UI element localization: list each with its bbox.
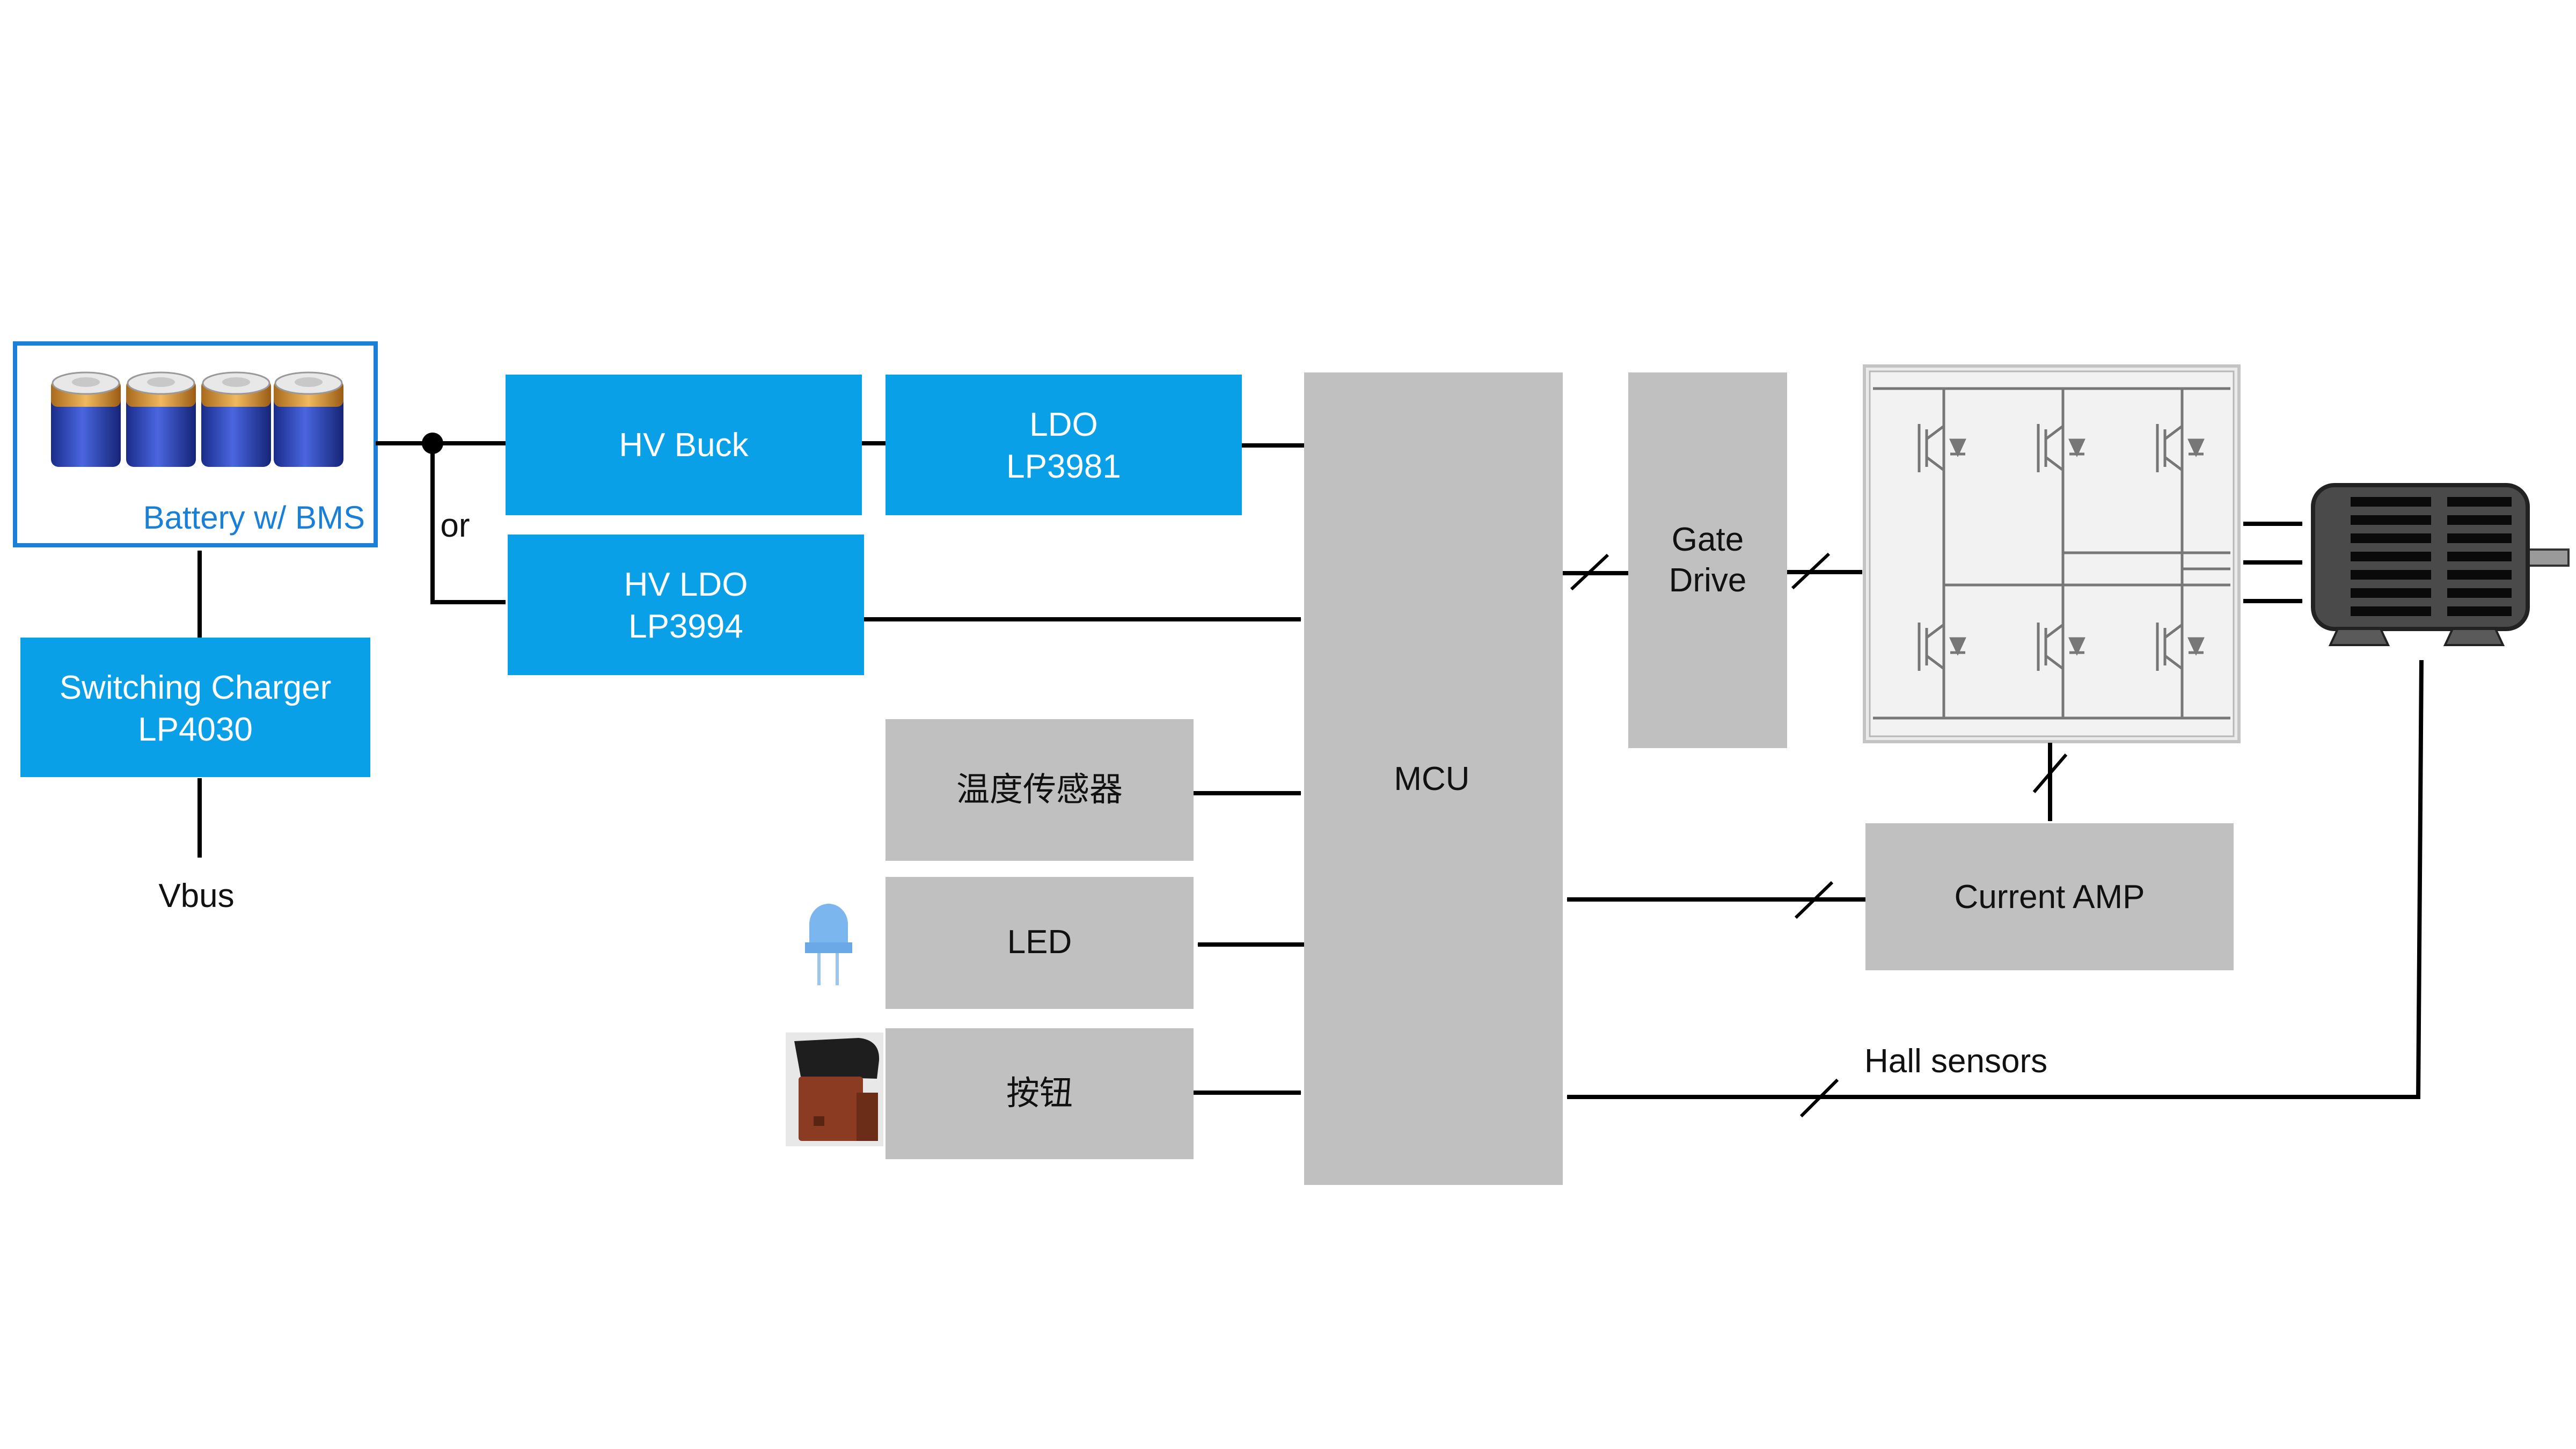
temperature-sensor-block: 温度传感器 — [885, 719, 1194, 861]
inverter-schematic-icon — [1873, 387, 2230, 720]
switching-charger-block: Switching Charger LP4030 — [20, 638, 370, 777]
led-bulb-icon — [805, 904, 852, 985]
hall-sensors-feedback-arrow — [1567, 660, 2424, 1099]
led-label: LED — [1007, 924, 1072, 961]
bus-slash-mark — [2032, 753, 2068, 793]
gate-drive-block: Gate Drive — [1628, 372, 1787, 748]
trigger-switch-icon — [786, 1033, 883, 1146]
inverter-bridge-block — [1863, 364, 2241, 743]
bus-slash-mark — [1794, 881, 1834, 919]
ldo-lp3981-block: LDO LP3981 — [885, 375, 1242, 515]
hv-buck-block: HV Buck — [506, 375, 862, 515]
current-amp-label: Current AMP — [1955, 879, 2145, 916]
battery-label: Battery w/ BMS — [143, 500, 365, 536]
motor-icon — [2311, 483, 2570, 646]
bus-slash-mark — [1570, 553, 1609, 591]
button-block: 按钮 — [885, 1028, 1194, 1159]
gate-drive-label-line1: Gate — [1672, 521, 1744, 558]
led-block: LED — [885, 877, 1194, 1009]
temperature-sensor-label: 温度传感器 — [956, 771, 1123, 808]
ldo-label-line1: LDO — [1029, 406, 1097, 443]
mcu-label: MCU — [1394, 760, 1469, 797]
hv-ldo-label-line1: HV LDO — [624, 566, 748, 603]
battery-cells-icon — [51, 371, 343, 467]
hv-buck-label: HV Buck — [619, 427, 749, 464]
vbus-label: Vbus — [158, 877, 234, 914]
ldo-label-line2: LP3981 — [1006, 448, 1121, 485]
hall-sensors-label: Hall sensors — [1864, 1043, 2047, 1080]
or-branch-to-hv-ldo-arrow — [430, 443, 506, 604]
hv-ldo-label-line2: LP3994 — [628, 608, 743, 645]
gate-drive-label-line2: Drive — [1669, 562, 1747, 599]
button-label: 按钮 — [1006, 1075, 1073, 1112]
bus-slash-mark — [1791, 552, 1831, 590]
or-label: or — [440, 507, 470, 544]
hv-ldo-lp3994-block: HV LDO LP3994 — [508, 535, 864, 675]
current-amp-block: Current AMP — [1865, 823, 2234, 970]
charger-label-line1: Switching Charger — [60, 669, 332, 706]
charger-label-line2: LP4030 — [138, 711, 253, 748]
battery-block: Battery w/ BMS — [13, 341, 378, 547]
bus-slash-mark — [1799, 1078, 1839, 1118]
mcu-block: MCU — [1304, 372, 1563, 1185]
